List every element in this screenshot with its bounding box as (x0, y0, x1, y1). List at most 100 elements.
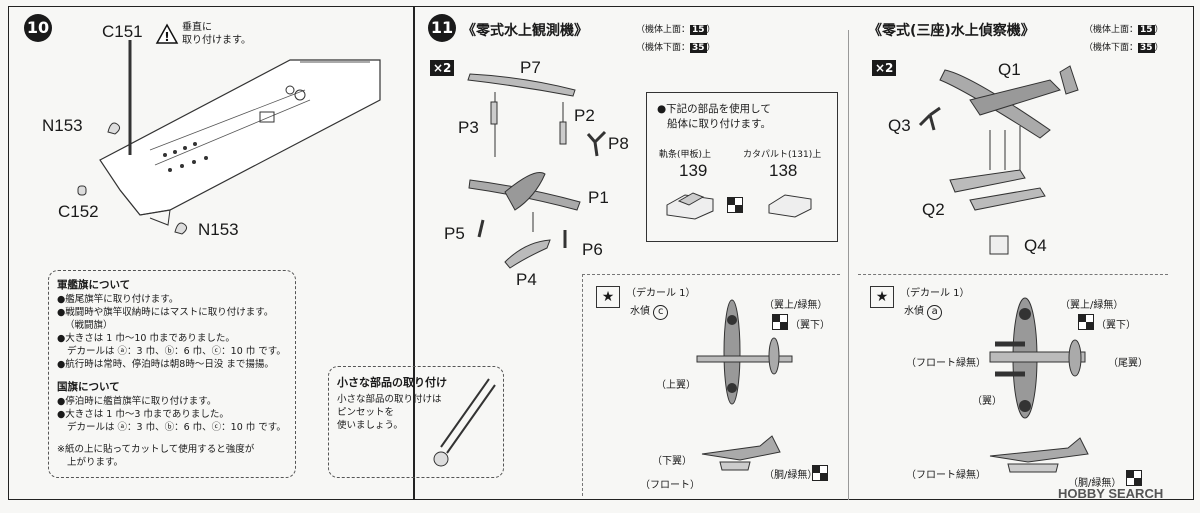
decal-wing-lower-label: （翼下） (790, 320, 830, 331)
flag-part-icon (107, 122, 121, 135)
part-label-p5: P5 (444, 224, 465, 243)
note-line: 船体に取り付けます。 (667, 118, 771, 130)
navy-note-line: ●航行時は常時、停泊時は朝8時〜日没 まで揚揚。 (57, 359, 274, 370)
part-label-c152: C152 (58, 202, 99, 221)
national-note-line: デカールは ⓐ：3 巾、ⓑ：6 巾、ⓒ：10 巾 です。 (67, 422, 286, 433)
page-frame (8, 6, 1194, 500)
upper-color-row: （機体上面：15） (636, 22, 716, 35)
section-divider-right (848, 30, 849, 500)
close-paren: ） (706, 25, 716, 35)
part-label-n153-bottom: N153 (198, 220, 239, 239)
part-label-p6: P6 (582, 240, 603, 259)
navy-note-line: ●大きさは 1 巾〜10 巾までありました。 (57, 333, 235, 344)
upper-color-label: （機体上面： (1084, 25, 1139, 35)
navy-note-line: ●戦闘時や旗竿収納時にはマストに取り付けます。 (57, 307, 274, 318)
observation-plane-decal-view (696, 299, 793, 405)
part-label-p7: P7 (520, 58, 541, 77)
color-chip-icon (812, 465, 828, 481)
color-chip-icon (1078, 314, 1094, 330)
part-139-icon (666, 192, 714, 220)
quantity-multiplier: ×2 (872, 60, 897, 76)
color-chip-icon (727, 197, 743, 213)
decal-star-icon: ★ (870, 286, 894, 308)
national-note-line: ●停泊時に艦首旗竿に取り付けます。 (57, 396, 217, 407)
suisei-row: 水偵 c (630, 302, 669, 320)
suisei-label: 水偵 (904, 306, 924, 317)
decal-divider (582, 274, 840, 275)
national-note-line: ●大きさは 1 巾〜3 巾までありました。 (57, 409, 229, 420)
close-paren: ） (1154, 25, 1164, 35)
flag-part-icon (174, 222, 188, 235)
part-label-c151: C151 (102, 22, 143, 41)
decal-fuselage-label: （胴/緑無） (1068, 478, 1122, 489)
decal-lower-wing-label: （下翼） (652, 456, 692, 467)
decal-float-label: （フロート緑無） (906, 358, 986, 369)
decal-divider (582, 274, 583, 496)
upper-color-number: 15 (1138, 25, 1155, 35)
decal-float-bottom-label: （フロート緑無） (906, 470, 986, 481)
part-label-p3: P3 (458, 118, 479, 137)
decal-upper-wing-label: （翼上/緑無） (764, 300, 828, 311)
part-138-icon (768, 194, 812, 218)
part-label-q2: Q2 (922, 200, 945, 219)
recon-plane-assembly (918, 65, 1079, 255)
warning-text-line1: 垂直に (182, 22, 212, 33)
small-parts-line: ピンセットを (337, 407, 395, 418)
part-number-139: 139 (679, 161, 708, 180)
decal-upper-wing-label-left: （上翼） (656, 380, 696, 391)
part-number-138: 138 (769, 161, 798, 180)
part-label-q1: Q1 (998, 60, 1021, 79)
svg-text:!: ! (164, 30, 169, 44)
flag-notes-box: 軍艦旗について ●艦尾旗竿に取り付けます。 ●戦闘時や旗竿収納時にはマストに取り… (48, 270, 296, 478)
decal-divider (858, 274, 1168, 275)
catapult-caption: カタパルト(131)上 (743, 150, 822, 160)
section-divider-left (413, 6, 415, 500)
national-flag-title: 国旗について (57, 381, 120, 393)
part-label-p2: P2 (574, 106, 595, 125)
lower-color-row: （機体下面：35） (636, 40, 716, 53)
quantity-multiplier: ×2 (430, 60, 455, 76)
ship-deck-illustration (99, 40, 381, 226)
recon-plane-decal-view (989, 297, 1086, 419)
warning-text-line2: 取り付けます。 (182, 35, 251, 46)
lower-color-row: （機体下面：35） (1084, 40, 1164, 53)
decal-label: （デカール 1） (900, 288, 970, 299)
close-paren: ） (1154, 43, 1164, 53)
part-label-p4: P4 (516, 270, 537, 289)
decal-label: （デカール 1） (626, 288, 696, 299)
observation-plane-title: 《零式水上観測機》 (462, 23, 588, 39)
decal-float-label: （フロート） (640, 480, 700, 491)
decal-fuselage-label: （胴/緑無） (764, 470, 818, 481)
navy-note-line: ●艦尾旗竿に取り付けます。 (57, 294, 179, 305)
upper-color-number: 15 (690, 25, 707, 35)
suisei-label: 水偵 (630, 306, 650, 317)
small-parts-line: 使いましょう。 (337, 420, 403, 431)
part-label-q4: Q4 (1024, 236, 1047, 255)
step-11-number: 11 (428, 14, 456, 42)
decal-letter-badge: c (653, 305, 669, 320)
lower-color-label: （機体下面： (636, 43, 691, 53)
decal-wing-lower-label: （翼下） (1096, 320, 1136, 331)
decal-letter-badge: a (927, 305, 943, 320)
small-part-icon (77, 185, 87, 196)
color-chip-icon (772, 314, 788, 330)
note-line: ●下記の部品を使用して (657, 103, 771, 115)
part-label-p8: P8 (608, 134, 629, 153)
color-chip-icon (1126, 470, 1142, 486)
decal-star-icon: ★ (596, 286, 620, 308)
lower-color-label: （機体下面： (1084, 43, 1139, 53)
observation-plane-assembly (467, 73, 607, 269)
decal-upper-wing-label: （翼上/緑無） (1060, 300, 1124, 311)
upper-color-label: （機体上面： (636, 25, 691, 35)
small-parts-line: 小さな部品の取り付けは (337, 394, 442, 405)
recon-plane-side-view (989, 437, 1089, 473)
navy-note-line: デカールは ⓐ：3 巾、ⓑ：6 巾、ⓒ：10 巾 です。 (67, 346, 286, 357)
decal-tail-label: （尾翼） (1108, 358, 1148, 369)
warning-triangle-icon: ! (155, 23, 179, 44)
footnote-line: ※紙の上に貼ってカットして使用すると強度が (57, 444, 255, 455)
observation-plane-side-view (701, 435, 781, 471)
small-parts-title: 小さな部品の取り付け (337, 376, 447, 389)
small-parts-tip-box: 小さな部品の取り付け 小さな部品の取り付けは ピンセットを 使いましょう。 (328, 366, 504, 478)
catapult-parts-box: ●下記の部品を使用して 船体に取り付けます。 軌条(甲板)上 カタパルト(131… (646, 92, 838, 242)
